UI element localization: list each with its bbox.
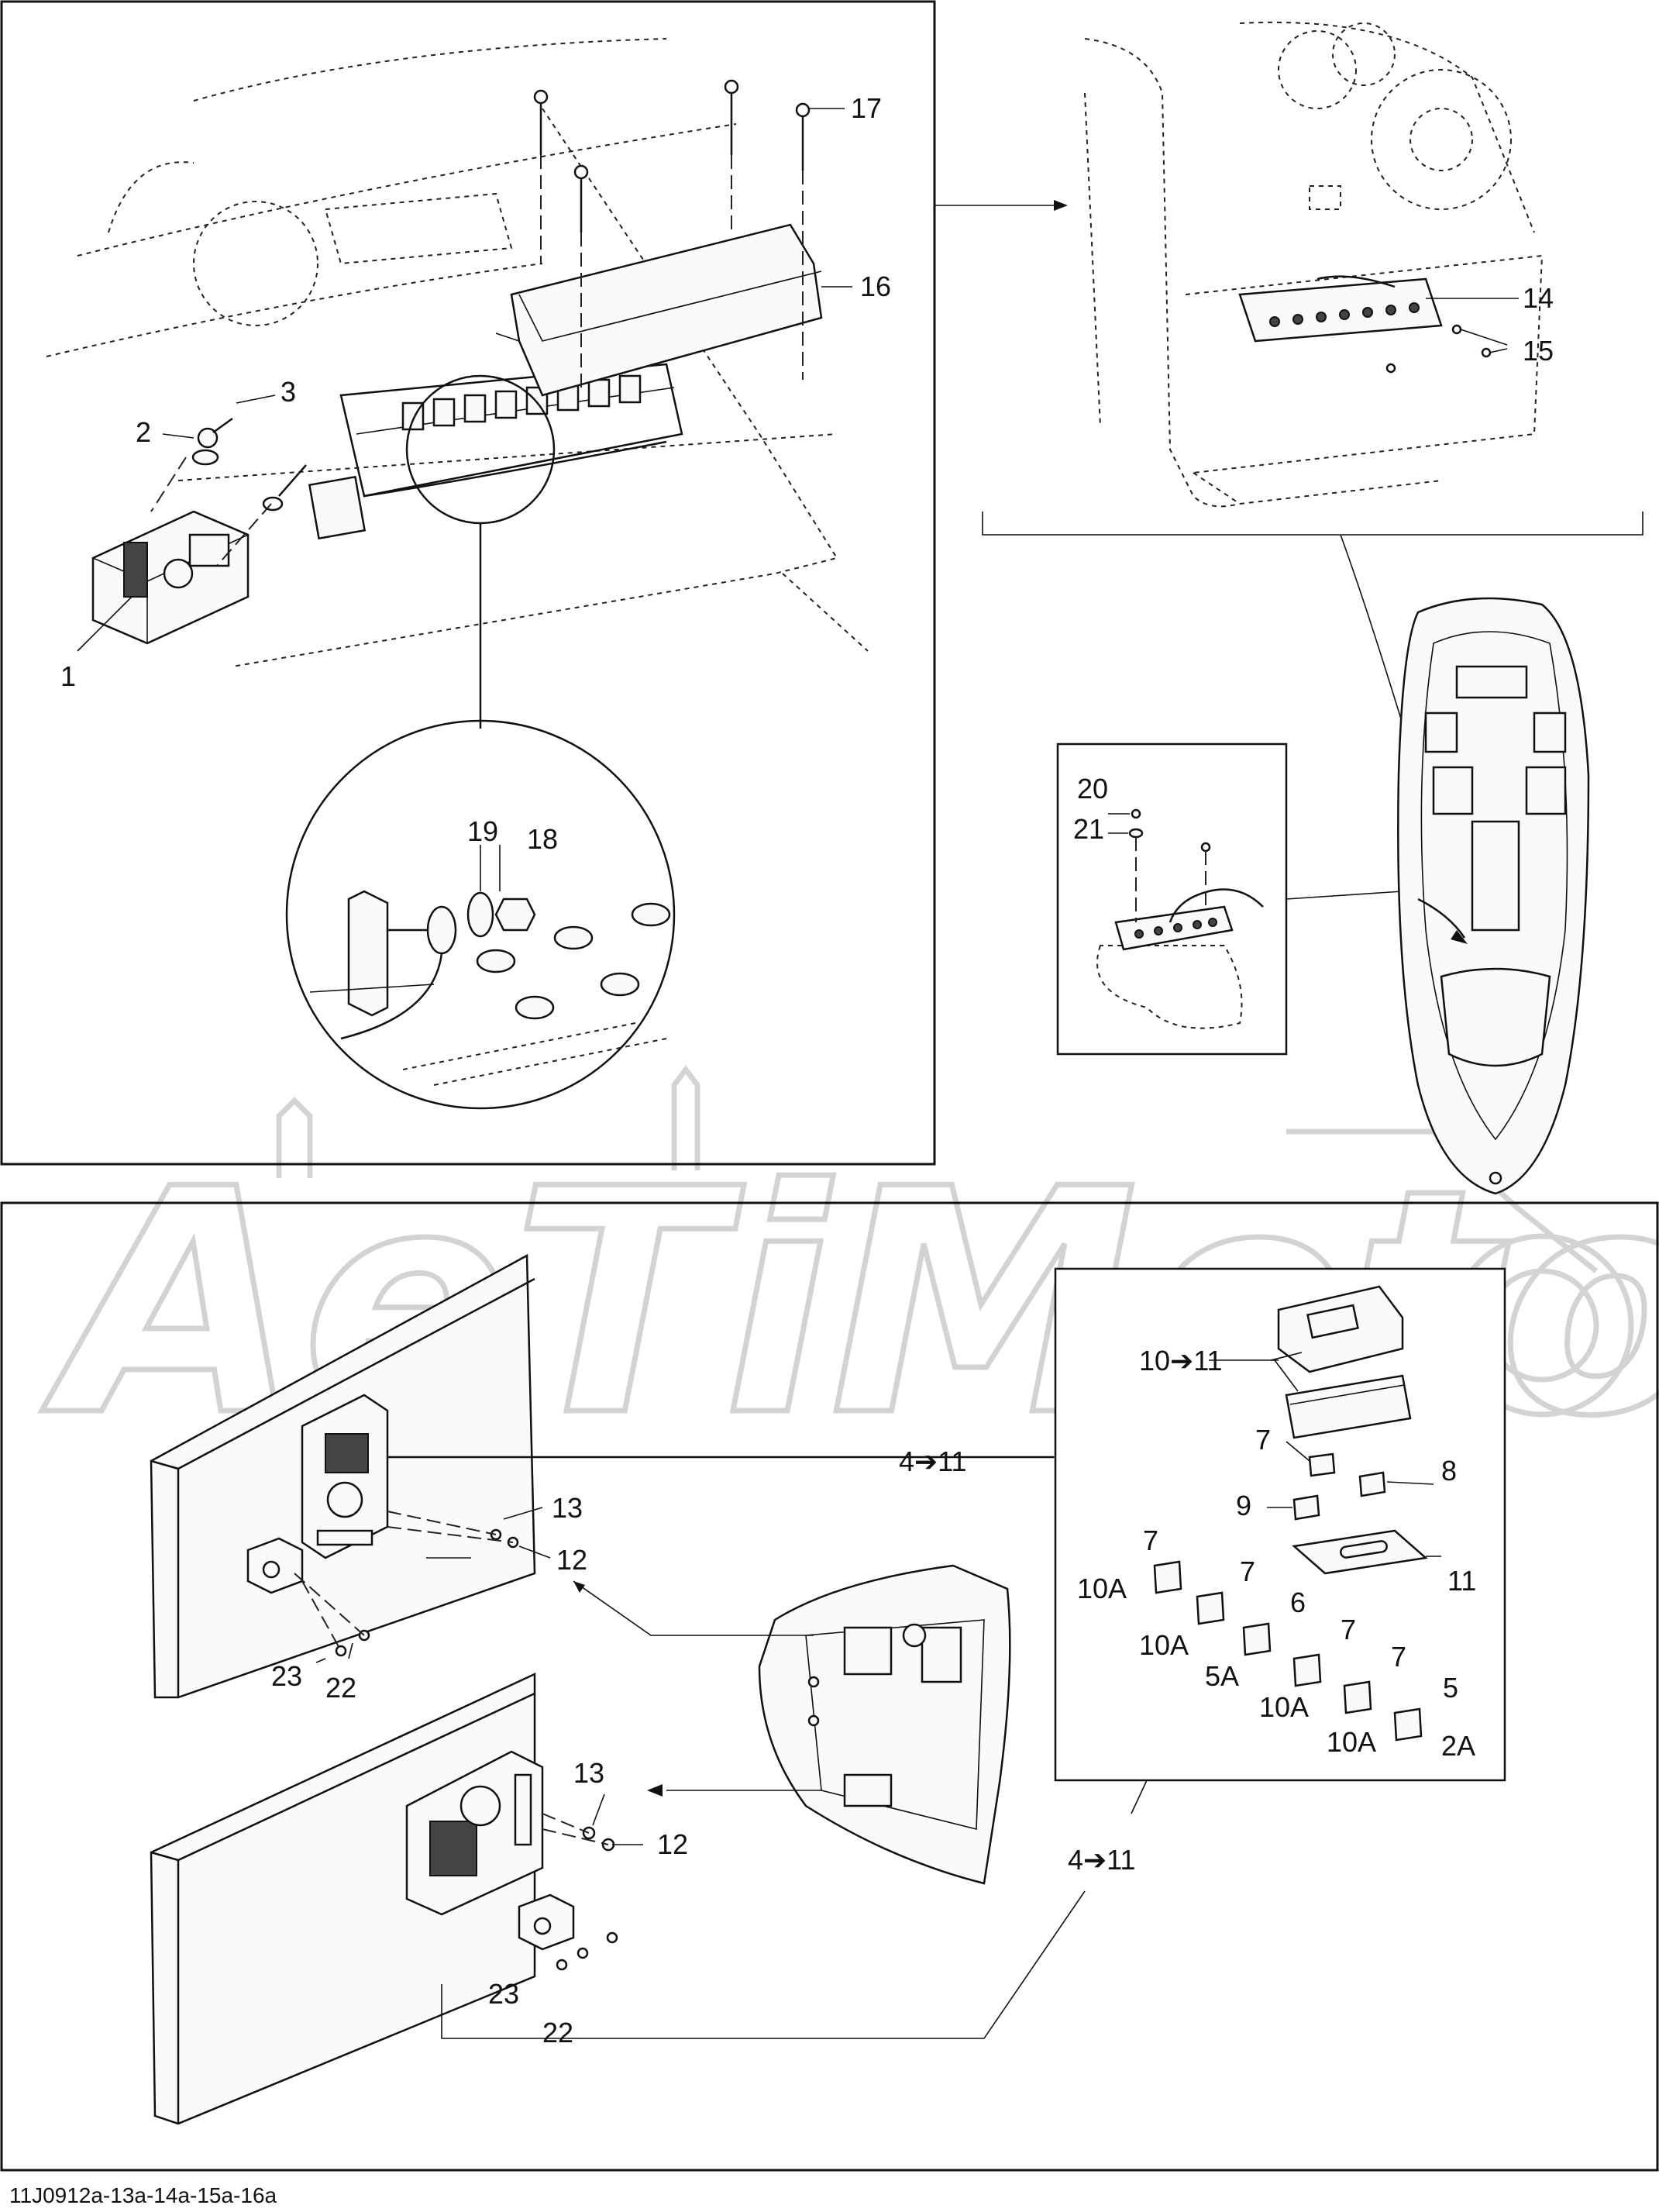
callout-10-11: 10➔11 [1139,1345,1223,1376]
module [91,510,250,645]
callout-12-lower: 12 [657,1828,688,1860]
fuse-kit-box [1054,1267,1506,1782]
fuse-2-rating: 10A [1139,1629,1189,1661]
callout-12-upper: 12 [556,1544,587,1576]
callout-plate-11: 11 [1447,1565,1476,1597]
callout-fuse-holder-9: 9 [1236,1490,1251,1521]
callout-20: 20 [1077,773,1108,805]
lower-wall-assembly [150,1673,1086,2125]
callout-23-lower: 23 [488,1978,519,2010]
fuse-box-cover [495,223,823,397]
fuse-1-item: 7 [1143,1525,1158,1556]
bottom-panel-border [0,1201,1659,2172]
fuse-4-item: 7 [1341,1614,1356,1645]
callout-15: 15 [1523,335,1554,367]
callout-1: 1 [60,660,76,692]
fuse-block-sockets [401,374,642,431]
callout-fuse-holder-7: 7 [1255,1424,1271,1456]
callout-18: 18 [527,823,558,855]
fuse-6-rating: 2A [1441,1730,1475,1762]
fuse-6-item: 5 [1443,1672,1458,1704]
fuse-2-item: 7 [1240,1556,1255,1587]
upper-wall-assembly [150,1253,1054,1699]
fuse-1-rating: 10A [1077,1573,1127,1604]
diagram-caption: 11J0912a-13a-14a-15a-16a [9,2183,277,2207]
callout-16: 16 [860,270,891,302]
callout-22-upper: 22 [325,1672,356,1704]
watercraft-rear-view [573,1564,1011,1885]
fuse-kit-parts [1153,1285,1441,1742]
fuse-3-item: 6 [1290,1587,1306,1618]
fuse-4-rating: 10A [1259,1691,1309,1723]
callout-13-upper: 13 [552,1492,583,1524]
callout-13-lower: 13 [573,1757,604,1789]
top-right-dashboard [1084,21,1544,508]
detail-circle [285,719,676,1110]
callout-4-11-lower: 4➔11 [1068,1844,1136,1876]
callout-4-11-upper: 4➔11 [899,1445,967,1477]
callout-19: 19 [467,815,498,847]
dashboard-bracket [982,512,1644,536]
callout-3: 3 [281,376,296,408]
fuse-5-rating: 10A [1327,1726,1376,1758]
fuse-5-item: 7 [1391,1641,1406,1673]
callout-22-lower: 22 [542,2017,573,2048]
dash-fuse-block [1269,302,1420,327]
inset-box [1056,743,1288,1056]
callout-14: 14 [1523,282,1554,314]
watercraft-top-view [1397,597,1590,1195]
callout-fuse-holder-8: 8 [1441,1455,1457,1487]
top-left-panel-border [0,0,936,1166]
screws [191,79,811,512]
inset-fuse-block [1096,808,1264,1029]
callout-2: 2 [136,416,151,448]
top-left-assembly [46,38,869,1110]
callout-17: 17 [851,92,882,124]
fuse-3-rating: 5A [1205,1660,1239,1692]
callout-23-upper: 23 [271,1660,302,1692]
callout-21: 21 [1073,813,1104,845]
